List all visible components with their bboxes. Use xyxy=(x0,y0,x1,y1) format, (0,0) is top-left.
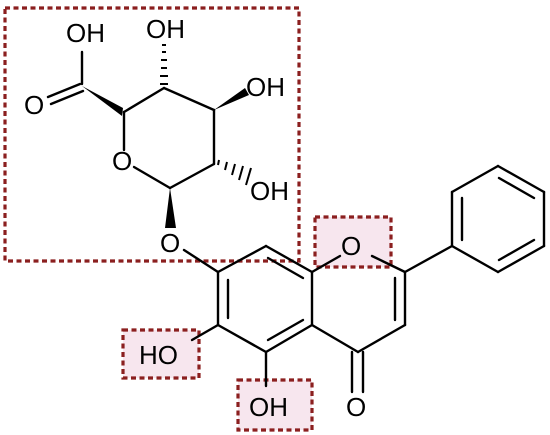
hydroxyl-5 xyxy=(236,378,314,432)
glucuronide-bonds xyxy=(46,44,252,228)
atom-label-cooh-o: O xyxy=(24,90,44,120)
hydroxyl-5-fill xyxy=(238,380,312,430)
atom-labels: OH O OH OH OH O O O HO OH O xyxy=(24,14,366,422)
flavone-bonds xyxy=(182,164,546,394)
atom-label-c2-oh: OH xyxy=(250,176,289,206)
atom-label-oh-5: OH xyxy=(249,392,288,422)
hydroxyl-6-fill xyxy=(123,330,199,378)
atom-label-keto-o: O xyxy=(346,392,366,422)
highlight-boxes xyxy=(3,6,393,432)
hydroxyl-6 xyxy=(121,328,201,380)
atom-label-ring-o: O xyxy=(112,146,132,176)
ring-oxygen xyxy=(313,215,393,269)
atom-label-c3-oh: OH xyxy=(246,72,285,102)
atom-label-c4-oh: OH xyxy=(146,14,185,44)
glucuronide-group xyxy=(3,6,301,263)
atom-label-cooh-oh: OH xyxy=(66,18,105,48)
atom-label-ho-6: HO xyxy=(139,340,178,370)
atom-label-chromone-o: O xyxy=(341,231,361,261)
atom-label-glycosidic-o: O xyxy=(160,228,180,258)
